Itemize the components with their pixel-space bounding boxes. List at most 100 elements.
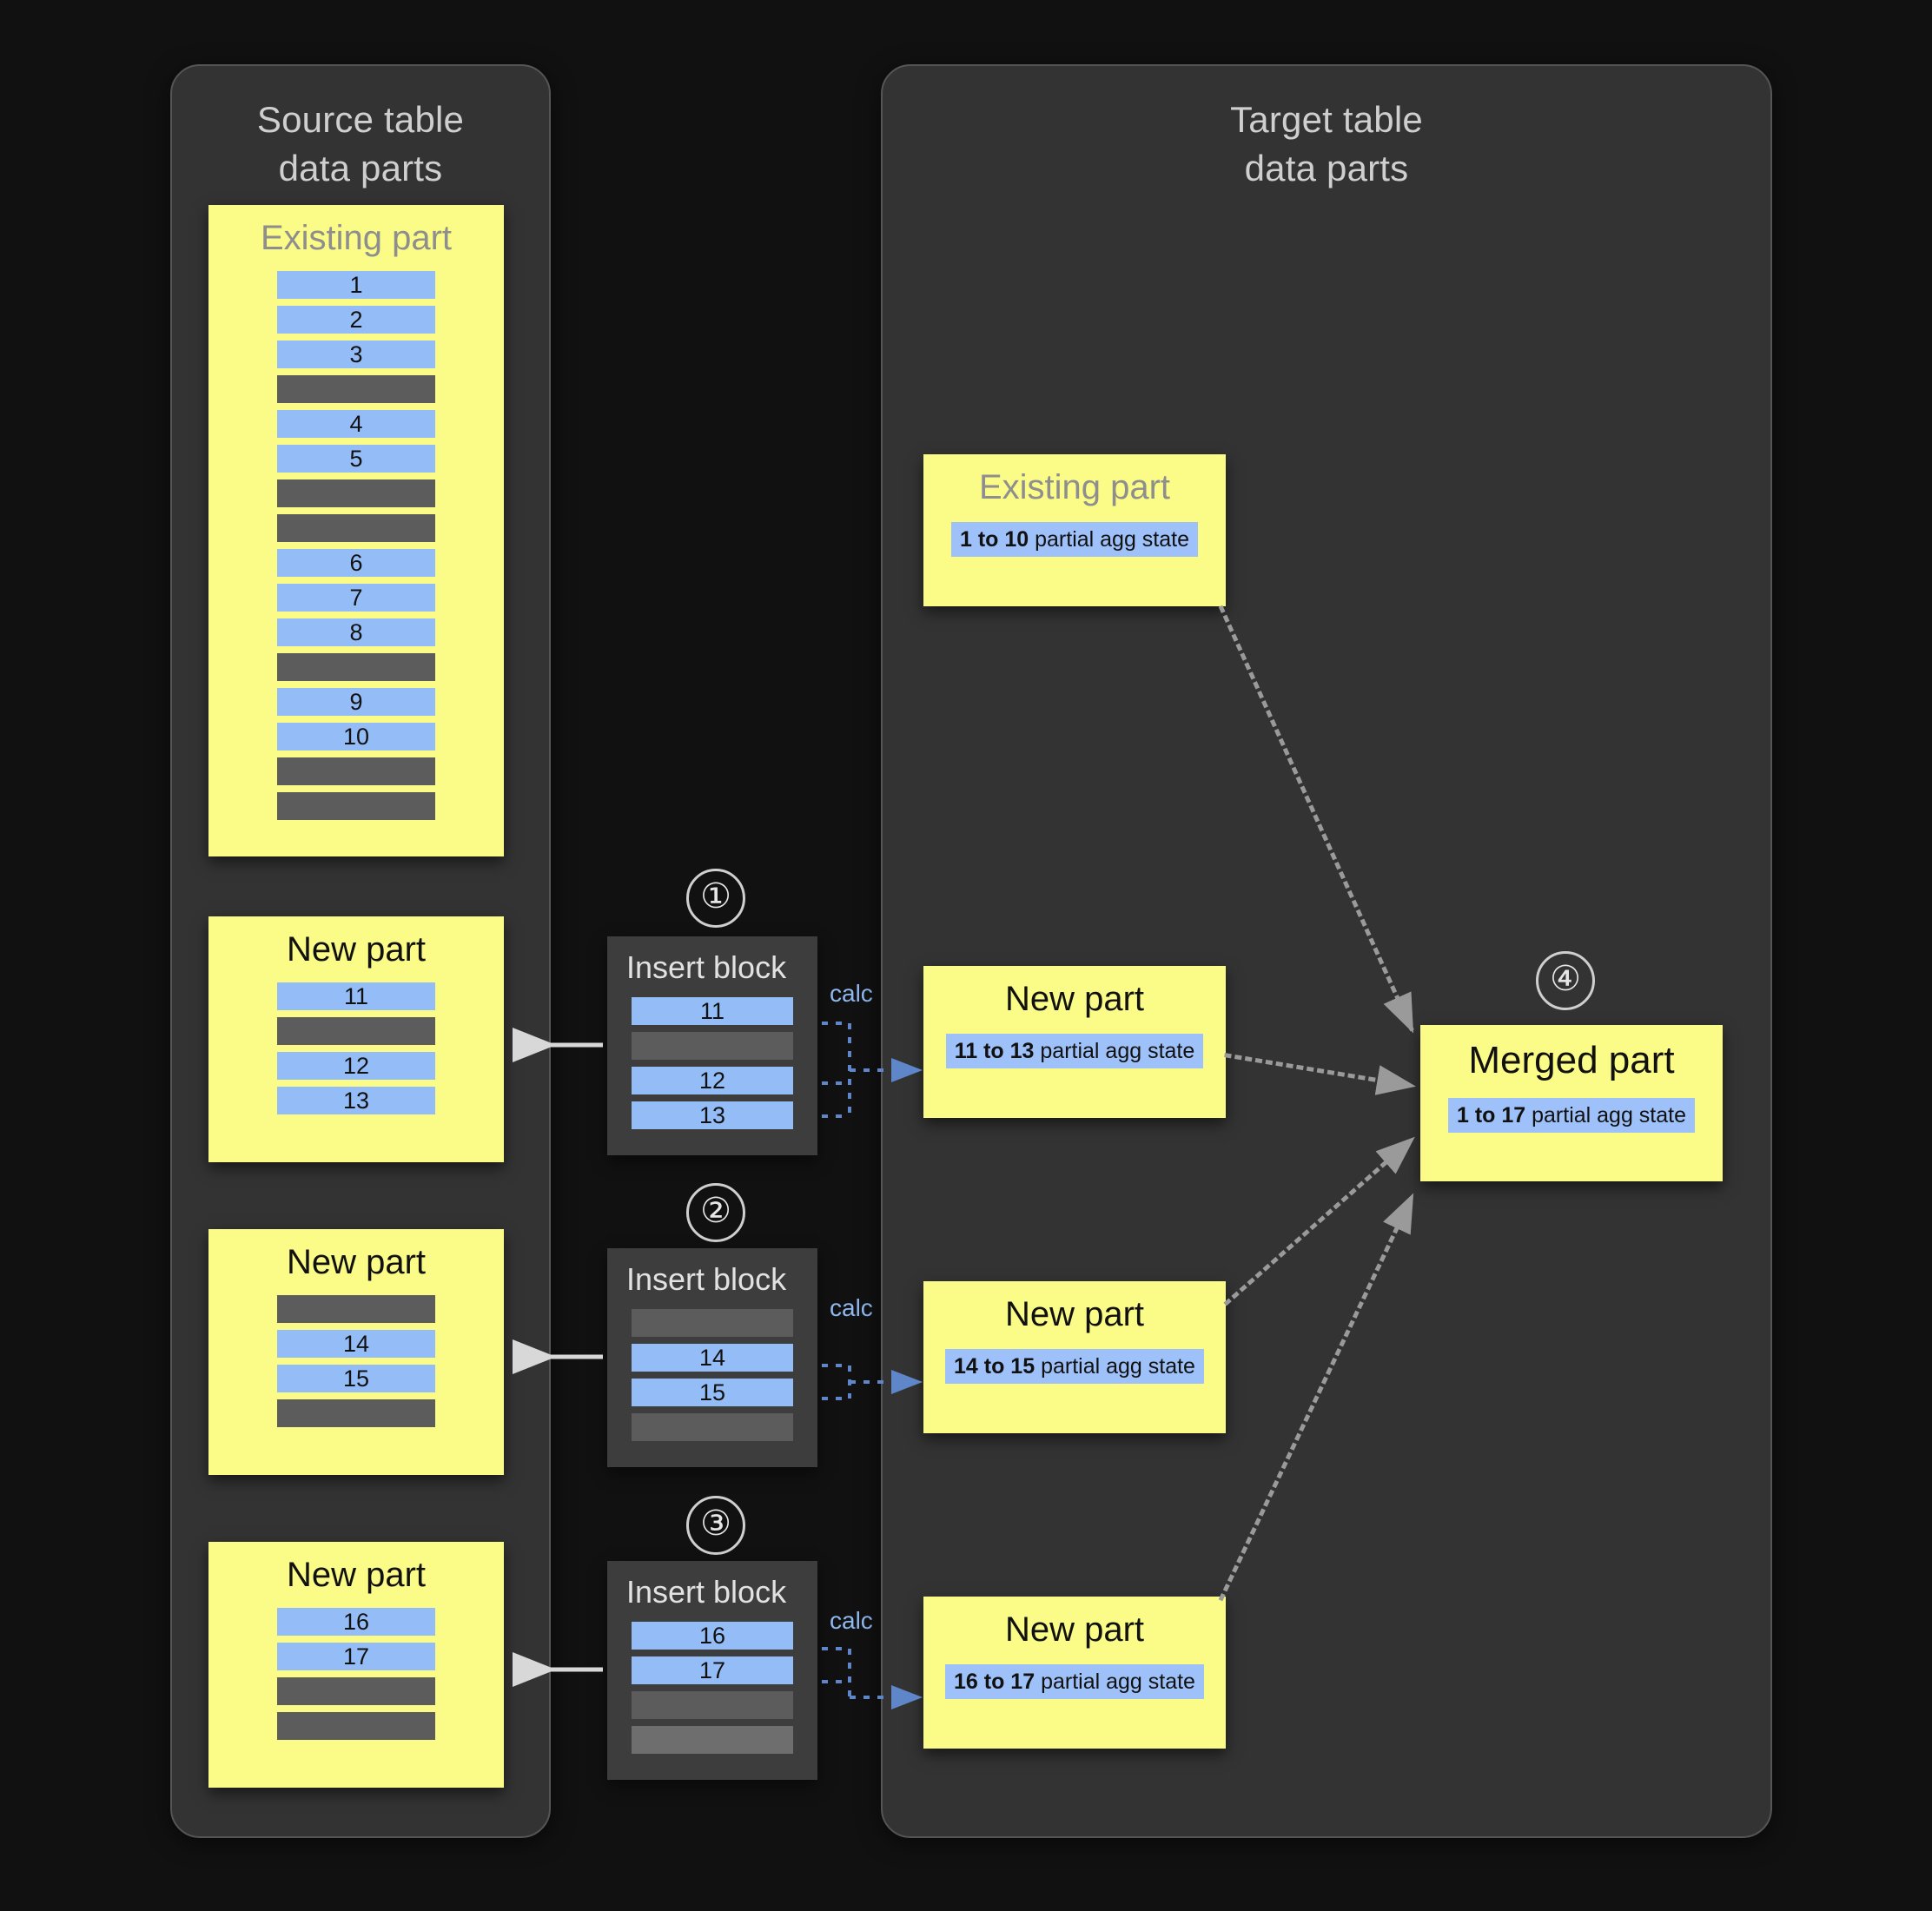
data-row-empty — [277, 1677, 435, 1705]
data-row-value: 13 — [277, 1087, 435, 1114]
part-title: New part — [286, 1556, 427, 1594]
data-row-value: 10 — [277, 723, 435, 751]
calc-label-3: calc — [830, 1607, 873, 1634]
state-suffix: partial agg state — [1525, 1103, 1687, 1127]
part-title: New part — [1004, 980, 1145, 1018]
data-row-value: 13 — [632, 1101, 793, 1129]
part-title: Existing part — [978, 468, 1171, 506]
data-row-value: 6 — [277, 549, 435, 577]
state-range: 14 to 15 — [954, 1354, 1035, 1379]
data-row-empty — [632, 1691, 793, 1719]
state-pill-wrap: 1 to 10 partial agg state — [923, 522, 1226, 557]
data-row-value: 12 — [277, 1052, 435, 1080]
state-suffix: partial agg state — [1029, 527, 1190, 552]
data-row-value: 1 — [277, 271, 435, 299]
step-marker-1: ① — [686, 869, 745, 928]
data-row-value: 17 — [632, 1656, 793, 1684]
target-new-part-1: New part 11 to 13 partial agg state — [923, 966, 1226, 1118]
part-title: New part — [1004, 1295, 1145, 1333]
data-row-empty — [277, 479, 435, 507]
data-row-value: 12 — [632, 1067, 793, 1094]
state-suffix: partial agg state — [1035, 1354, 1195, 1379]
data-row-value: 11 — [632, 997, 793, 1025]
target-table-panel: Target table data parts — [881, 64, 1772, 1838]
insert-block-1: Insert block 11 12 13 — [607, 936, 817, 1155]
target-table-title: Target table data parts — [1230, 99, 1423, 188]
data-row-empty — [632, 1309, 793, 1337]
row-list: 11 12 13 — [607, 997, 817, 1129]
partial-agg-state-badge: 1 to 17 partial agg state — [1447, 1098, 1696, 1133]
part-title: New part — [1004, 1610, 1145, 1649]
data-row-empty — [277, 1399, 435, 1427]
step-marker-2: ② — [686, 1183, 745, 1242]
target-new-part-2: New part 14 to 15 partial agg state — [923, 1281, 1226, 1433]
target-new-part-3: New part 16 to 17 partial agg state — [923, 1597, 1226, 1749]
data-row-value: 11 — [277, 982, 435, 1010]
data-row-empty — [277, 375, 435, 403]
target-existing-part: Existing part 1 to 10 partial agg state — [923, 454, 1226, 606]
data-row-empty — [277, 792, 435, 820]
data-row-empty — [277, 757, 435, 785]
partial-agg-state-badge: 11 to 13 partial agg state — [945, 1034, 1204, 1068]
data-row-value: 8 — [277, 618, 435, 646]
insert-block-title: Insert block — [626, 949, 787, 985]
data-row-value: 14 — [632, 1344, 793, 1372]
data-row-empty — [277, 1017, 435, 1045]
data-row-value: 9 — [277, 688, 435, 716]
source-new-part-1: New part 11 12 13 — [208, 916, 504, 1162]
data-row-empty — [277, 653, 435, 681]
row-list: 1 2 3 4 5 6 7 8 9 10 — [208, 271, 504, 820]
partial-agg-state-badge: 16 to 17 partial agg state — [945, 1664, 1204, 1699]
state-range: 1 to 17 — [1456, 1103, 1526, 1127]
state-range: 11 to 13 — [954, 1039, 1035, 1063]
state-pill-wrap: 16 to 17 partial agg state — [923, 1664, 1226, 1699]
state-range: 16 to 17 — [954, 1670, 1035, 1694]
data-row-value: 16 — [632, 1622, 793, 1650]
data-row-value: 15 — [277, 1365, 435, 1392]
data-row-value: 5 — [277, 445, 435, 473]
state-range: 1 to 10 — [959, 527, 1029, 552]
part-title: Merged part — [1468, 1039, 1675, 1081]
insert-block-title: Insert block — [626, 1574, 787, 1610]
state-suffix: partial agg state — [1035, 1670, 1195, 1694]
step-marker-3: ③ — [686, 1496, 745, 1555]
data-row-value: 3 — [277, 341, 435, 368]
data-row-value: 17 — [277, 1643, 435, 1670]
data-row-value: 7 — [277, 584, 435, 612]
partial-agg-state-badge: 14 to 15 partial agg state — [945, 1349, 1204, 1384]
data-row-value: 4 — [277, 410, 435, 438]
data-row-value: 16 — [277, 1608, 435, 1636]
state-pill-wrap: 14 to 15 partial agg state — [923, 1349, 1226, 1384]
data-row-empty — [632, 1413, 793, 1441]
row-list: 11 12 13 — [208, 982, 504, 1114]
partial-agg-state-badge: 1 to 10 partial agg state — [950, 522, 1199, 557]
part-title: New part — [286, 1243, 427, 1281]
state-suffix: partial agg state — [1034, 1039, 1195, 1063]
data-row-value: 15 — [632, 1379, 793, 1406]
data-row-value: 14 — [277, 1330, 435, 1358]
merged-part: Merged part 1 to 17 partial agg state — [1420, 1025, 1723, 1181]
data-row-value: 2 — [277, 306, 435, 334]
data-row-empty — [632, 1726, 793, 1754]
data-row-empty — [277, 1295, 435, 1323]
calc-label-2: calc — [830, 1294, 873, 1321]
data-row-empty — [632, 1032, 793, 1060]
insert-block-title: Insert block — [626, 1261, 787, 1297]
state-pill-wrap: 11 to 13 partial agg state — [923, 1034, 1226, 1068]
source-table-title: Source table data parts — [256, 99, 465, 188]
state-pill-wrap: 1 to 17 partial agg state — [1420, 1098, 1723, 1133]
calc-label-1: calc — [830, 980, 873, 1007]
step-marker-4: ④ — [1536, 951, 1595, 1010]
data-row-empty — [277, 514, 435, 542]
part-title: New part — [286, 930, 427, 969]
data-row-empty — [277, 1712, 435, 1740]
